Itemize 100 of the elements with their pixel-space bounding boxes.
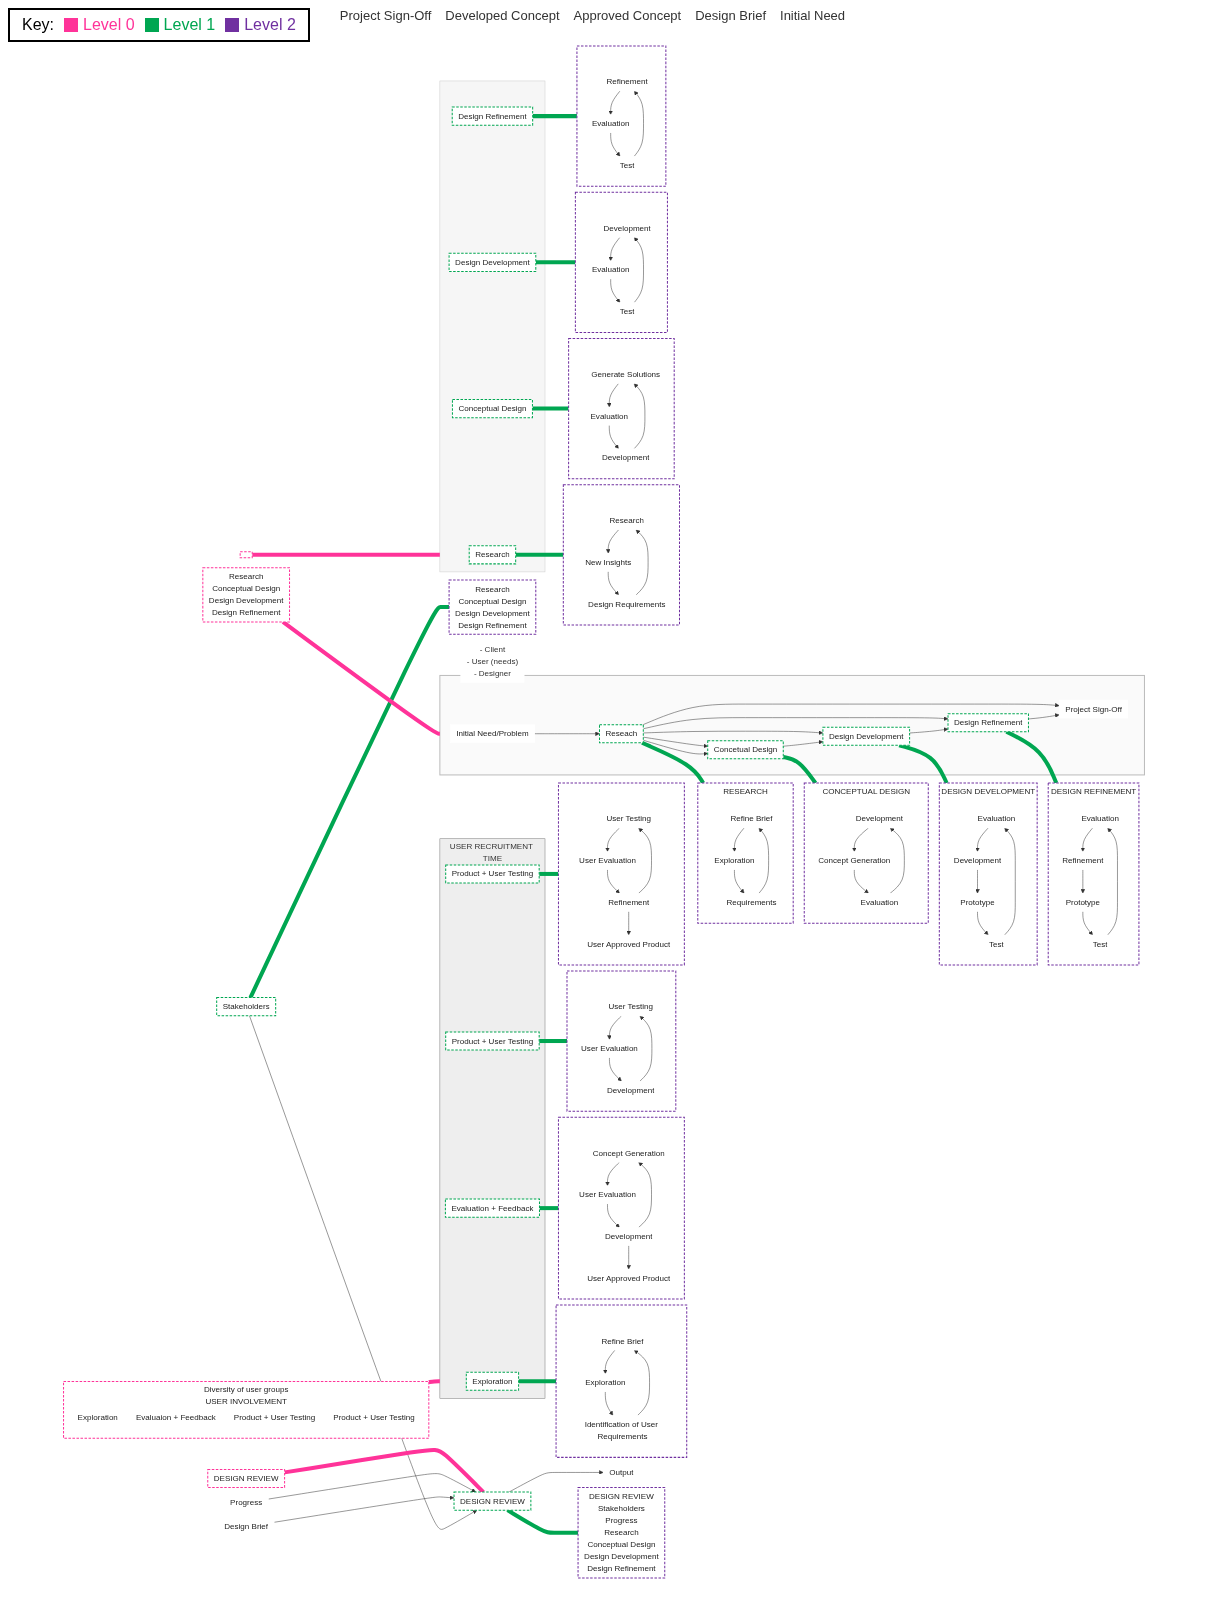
node-text: Test <box>619 307 635 316</box>
node-text: Development <box>855 814 904 823</box>
node-text: User Evaluation <box>581 1044 638 1053</box>
node-text: Product + User Testing <box>333 1412 415 1422</box>
node-box: Research Conceptual Design Design Development Design Refinement <box>202 567 291 623</box>
node-box: Concetual Design <box>707 740 784 760</box>
node-text: Development <box>603 223 651 233</box>
node-text: User Testing <box>606 814 651 823</box>
node-text: New Insights <box>585 557 632 567</box>
node-text: Test <box>1092 939 1108 949</box>
connector <box>898 743 949 784</box>
cluster <box>566 970 677 1112</box>
node-text: Output <box>609 1467 634 1477</box>
node-text: Evaluation <box>590 411 629 421</box>
node-text: Development <box>606 1085 655 1095</box>
node-box: Design Refinement <box>947 713 1029 733</box>
note-text: Developed Concept <box>445 8 560 23</box>
cluster <box>555 1304 688 1458</box>
cluster <box>576 45 667 187</box>
node-box: Research <box>468 545 517 565</box>
node-box: Product + User Testing <box>445 864 540 884</box>
node-text: Concept Generation <box>592 1148 665 1158</box>
node-text: Exploration <box>77 1412 118 1422</box>
node-text: Prototype <box>1065 897 1101 907</box>
node-text: User Testing <box>608 1002 653 1011</box>
node-label: - User (needs) <box>466 656 519 666</box>
legend-label: Level 2 <box>244 16 296 34</box>
connector <box>535 260 576 265</box>
node-text: Prototype <box>960 897 995 907</box>
cluster <box>562 484 680 626</box>
note-text: Project Sign-Off <box>339 8 432 23</box>
node-text: User Approved Product <box>587 1273 671 1283</box>
note-text: Approved Concept <box>573 8 682 23</box>
node-text: Refine Brief <box>730 814 773 823</box>
node-box: Evaluation + Feedback <box>444 1198 540 1218</box>
node-box: DESIGN REVIEW <box>207 1468 286 1489</box>
node-text: Evaluation <box>591 265 630 274</box>
node-box: Reseach <box>599 724 644 744</box>
node-text: Development <box>602 453 650 462</box>
node-box: Stakeholders <box>216 997 277 1017</box>
connector <box>281 620 441 736</box>
node-text: Refinement <box>608 897 650 907</box>
key-heading: Key: <box>22 16 54 34</box>
cluster <box>557 782 685 966</box>
node-text: Design Requirements <box>588 599 666 609</box>
node-text: Design Brief <box>224 1522 269 1531</box>
node-text: Identification of User Requirements <box>584 1419 658 1441</box>
node-text: Initial Need/Problem <box>456 729 529 738</box>
note-text: Design Brief <box>695 8 767 23</box>
connector <box>641 740 705 784</box>
node-text: Concept Generation <box>818 856 891 865</box>
node-text: User Evaluation <box>579 1190 636 1199</box>
node-text: Research <box>609 516 644 525</box>
node-box: DESIGN REVIEW <box>453 1491 532 1511</box>
node-text: Progress <box>230 1498 263 1507</box>
connector <box>515 552 564 557</box>
node-text: Exploration <box>585 1378 626 1387</box>
node-box: Design Refinement <box>451 106 534 126</box>
node-box: Exploration <box>465 1371 520 1391</box>
note-text: Initial Need <box>780 8 846 23</box>
legend-label: Level 0 <box>83 16 135 34</box>
node-text: Evaluation <box>977 814 1016 823</box>
node-text: Test <box>989 939 1004 949</box>
node-text: User Evaluation <box>579 856 636 865</box>
node-text: Exploration <box>714 856 755 865</box>
connector <box>532 114 577 119</box>
node-box: Design Development <box>448 252 537 272</box>
node-text: Product + User Testing <box>233 1412 316 1422</box>
node-label: - Designer <box>473 668 511 678</box>
connector <box>284 1447 485 1494</box>
node-text: Refine Brief <box>601 1336 644 1346</box>
cluster <box>439 80 546 573</box>
legend-label: Level 1 <box>163 16 216 34</box>
node-text: Test <box>619 160 635 170</box>
node-box: DESIGN REVIEW Stakeholders Progress Research Conceptual Design Design Development Design Refinement <box>577 1487 666 1579</box>
node-text: Generate Solutions <box>591 369 661 379</box>
node-text: Development <box>953 856 1002 865</box>
cluster <box>574 191 668 333</box>
node-text: Evaluation <box>1081 814 1119 823</box>
node-box: Conceptual Design <box>451 399 533 419</box>
cluster <box>568 338 675 480</box>
node-text: Evaluation <box>860 897 899 907</box>
node-text: Refinement <box>1062 856 1104 865</box>
connector <box>248 605 450 999</box>
node-text: Refinement <box>606 77 648 86</box>
node-box: Product + User Testing <box>445 1031 540 1051</box>
node-text: Development <box>605 1231 653 1241</box>
cluster <box>557 1116 685 1300</box>
node-box <box>239 551 253 559</box>
node-label: - Client <box>479 644 506 654</box>
node-box: Research Conceptual Design Design Development Design Refinement <box>448 579 537 635</box>
node-text: Evaluaion + Feedback <box>135 1412 216 1422</box>
connector <box>427 1379 441 1385</box>
node-text: Evaluation <box>591 119 630 128</box>
node-box: Design Development <box>822 726 911 746</box>
node-text: User Approved Product <box>587 939 671 949</box>
node-text: Requirements <box>726 897 777 907</box>
connector <box>532 406 569 411</box>
node-text: Project Sign-Off <box>1065 704 1122 714</box>
connector <box>252 552 441 557</box>
